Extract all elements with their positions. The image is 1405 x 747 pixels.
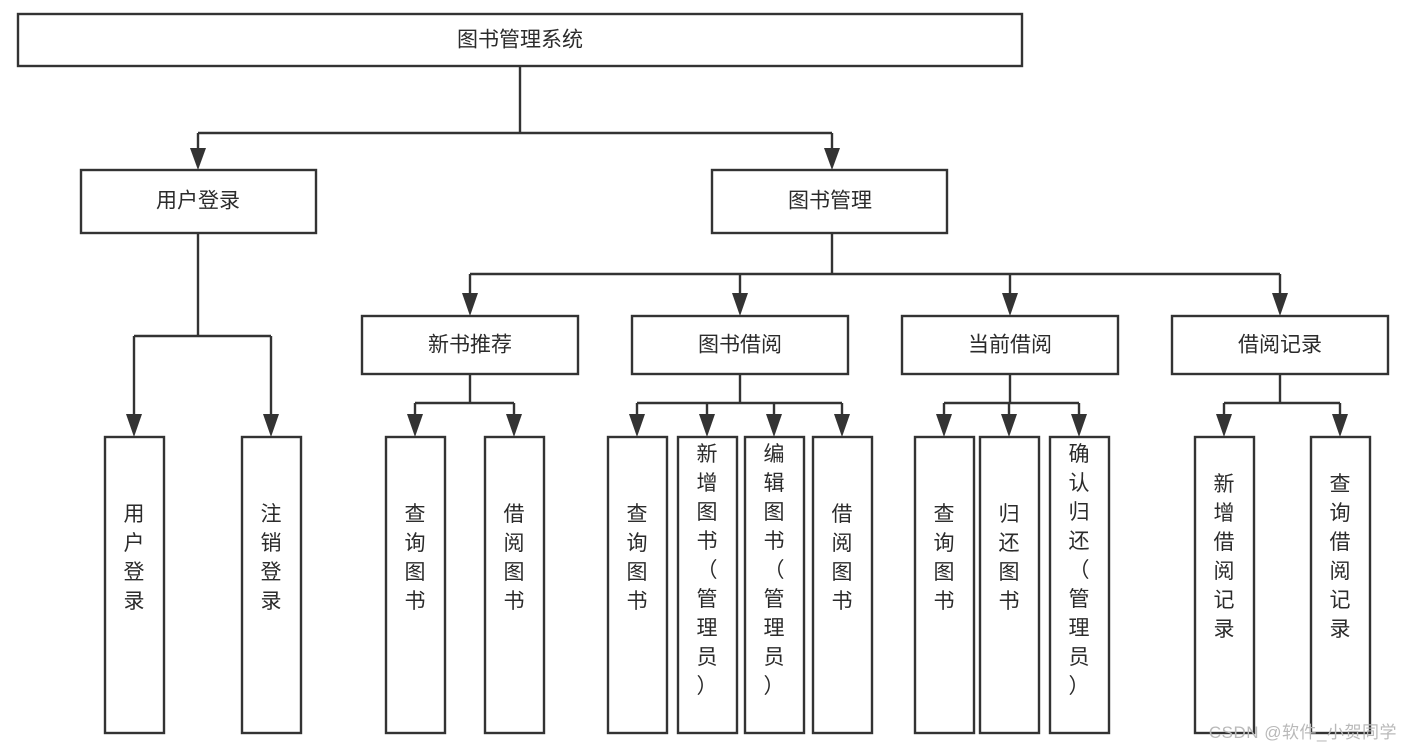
leaf-user-login-label: 用户登录 [124,503,145,613]
arrow-to-leaf-query-book-3 [936,414,952,437]
node-current-borrow-label: 当前借阅 [968,334,1052,357]
arrow-to-leaf-add-book [699,414,715,437]
leaf-query-book-1[interactable]: 查询图书 [384,435,447,735]
node-new-book-rec-label: 新书推荐 [428,334,512,357]
leaf-edit-book[interactable]: 编辑图书（管理员） [743,435,806,735]
leaf-query-book-3-label: 查询图书 [934,503,955,613]
leaf-confirm-return[interactable]: 确认归还（管理员） [1048,435,1111,735]
leaf-query-record[interactable]: 查询借阅记录 [1309,435,1372,735]
connector-borrow-record-bus [1222,374,1342,427]
arrow-to-book-borrow [732,293,748,316]
arrow-to-leaf-borrow-book-2 [834,414,850,437]
node-borrow-record[interactable]: 借阅记录 [1170,314,1390,376]
leaf-query-book-3[interactable]: 查询图书 [913,435,976,735]
connector-book-manage-bus [468,233,1282,306]
node-root[interactable]: 图书管理系统 [16,12,1024,68]
leaf-borrow-book-2[interactable]: 借阅图书 [811,435,874,735]
leaf-query-book-2-label: 查询图书 [627,503,648,613]
leaf-query-book-1-label: 查询图书 [405,503,426,613]
arrow-to-current-borrow [1002,293,1018,316]
node-book-borrow[interactable]: 图书借阅 [630,314,850,376]
node-root-label: 图书管理系统 [457,29,583,52]
leaf-user-login[interactable]: 用户登录 [103,435,166,735]
node-book-borrow-label: 图书借阅 [698,334,782,357]
arrow-to-leaf-query-record [1332,414,1348,437]
arrow-to-new-book-rec [462,293,478,316]
leaf-add-book-label: 新增图书（管理员） [697,443,718,698]
leaf-user-logout-label: 注销登录 [261,503,282,613]
connector-root-bus [196,66,834,160]
node-user-login[interactable]: 用户登录 [79,168,318,235]
leaf-edit-book-label: 编辑图书（管理员） [764,443,785,698]
node-book-manage-label: 图书管理 [788,190,872,213]
leaf-add-book[interactable]: 新增图书（管理员） [676,435,739,735]
arrow-to-book-manage [824,148,840,170]
arrow-to-leaf-user-login [126,414,142,437]
leaf-query-book-2[interactable]: 查询图书 [606,435,669,735]
leaf-return-book[interactable]: 归还图书 [978,435,1041,735]
arrow-to-leaf-query-book-2 [629,414,645,437]
arrow-to-leaf-return-book [1001,414,1017,437]
arrow-to-leaf-edit-book [766,414,782,437]
leaf-query-record-label: 查询借阅记录 [1330,473,1351,641]
csdn-watermark: CSDN @软件_小贺同学 [1208,723,1397,742]
leaf-borrow-book-2-label: 借阅图书 [832,503,853,613]
connector-new-book-rec-bus [413,374,516,427]
arrow-to-user-login [190,148,206,170]
connector-book-borrow-bus [635,374,844,427]
node-new-book-rec[interactable]: 新书推荐 [360,314,580,376]
node-user-login-label: 用户登录 [156,190,240,213]
arrow-to-leaf-borrow-book-1 [506,414,522,437]
leaf-confirm-return-label: 确认归还（管理员） [1069,443,1090,698]
arrow-to-leaf-confirm-return [1071,414,1087,437]
leaf-borrow-book-1-label: 借阅图书 [504,503,525,613]
arrow-to-leaf-query-book-1 [407,414,423,437]
leaf-user-logout[interactable]: 注销登录 [240,435,303,735]
arrow-to-leaf-add-record [1216,414,1232,437]
leaf-add-record-label: 新增借阅记录 [1214,473,1235,641]
connector-layer [126,66,1348,437]
leaf-return-book-label: 归还图书 [999,503,1020,613]
node-borrow-record-label: 借阅记录 [1238,334,1322,357]
node-book-manage[interactable]: 图书管理 [710,168,949,235]
connector-user-login-bus [132,233,273,427]
leaf-borrow-book-1[interactable]: 借阅图书 [483,435,546,735]
node-current-borrow[interactable]: 当前借阅 [900,314,1120,376]
arrow-to-borrow-record [1272,293,1288,316]
arrow-to-leaf-user-logout [263,414,279,437]
leaf-add-record[interactable]: 新增借阅记录 [1193,435,1256,735]
